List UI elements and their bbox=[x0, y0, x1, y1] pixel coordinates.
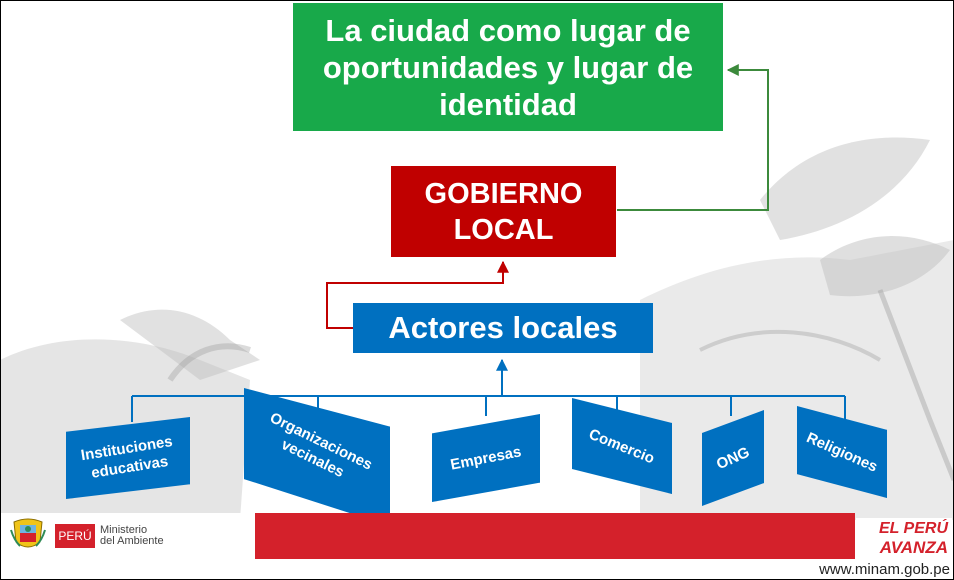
religiones-text: Religiones bbox=[803, 428, 881, 476]
slogan-line-2: AVANZA bbox=[879, 538, 948, 557]
comercio-text: Comercio bbox=[586, 425, 658, 467]
ministerio-line-2: del Ambiente bbox=[100, 535, 164, 547]
empresas-text: Empresas bbox=[449, 442, 523, 474]
website-url: www.minam.gob.pe bbox=[755, 559, 954, 580]
instituciones-educativas-box: Instituciones educativas bbox=[66, 417, 190, 499]
green-arrow bbox=[617, 64, 769, 211]
city-opportunity-text: La ciudad como lugar de oportunidades y … bbox=[322, 12, 694, 122]
gobierno-line-2: LOCAL bbox=[453, 213, 554, 246]
actores-locales-text: Actores locales bbox=[388, 310, 618, 345]
footer-red-bar bbox=[255, 513, 855, 559]
el-peru-avanza-logo: EL PERÚ AVANZA bbox=[856, 518, 952, 560]
slogan-line-1: EL PERÚ bbox=[878, 520, 948, 537]
actores-locales-box: Actores locales bbox=[353, 303, 653, 353]
ong-text: ONG bbox=[713, 443, 753, 473]
peru-text: PERÚ bbox=[58, 529, 92, 543]
red-arrow bbox=[326, 260, 509, 329]
gobierno-line-1: GOBIERNO bbox=[424, 177, 583, 210]
peru-coat-of-arms-icon bbox=[10, 518, 46, 548]
gobierno-local-box: GOBIERNO LOCAL bbox=[391, 166, 616, 257]
peru-label: PERÚ bbox=[55, 524, 95, 548]
city-opportunity-box: La ciudad como lugar de oportunidades y … bbox=[293, 3, 723, 131]
ministerio-line-1: Ministerio bbox=[100, 524, 148, 536]
website-url-text: www.minam.gob.pe bbox=[819, 561, 950, 578]
ministerio-label: Ministerio del Ambiente bbox=[100, 525, 164, 547]
